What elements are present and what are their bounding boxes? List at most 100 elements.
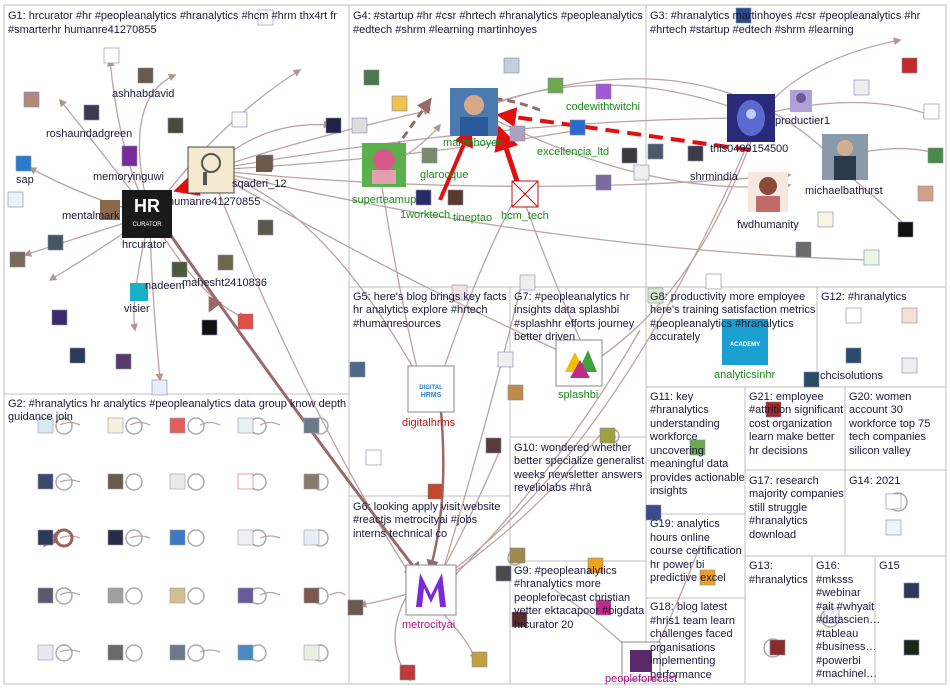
- avatar[interactable]: [237, 417, 254, 434]
- avatar[interactable]: [69, 347, 86, 364]
- avatar[interactable]: [237, 473, 254, 490]
- node-hcm_tech[interactable]: [511, 180, 539, 208]
- avatar[interactable]: [107, 473, 124, 490]
- avatar[interactable]: [257, 9, 274, 26]
- avatar[interactable]: [107, 644, 124, 661]
- node-sqaderi_12[interactable]: [256, 156, 272, 172]
- avatar[interactable]: [927, 147, 944, 164]
- avatar[interactable]: [303, 644, 320, 661]
- avatar[interactable]: [765, 401, 782, 418]
- avatar[interactable]: [923, 103, 940, 120]
- avatar[interactable]: [9, 251, 26, 268]
- avatar[interactable]: [509, 547, 526, 564]
- avatar[interactable]: [595, 83, 612, 100]
- avatar[interactable]: [37, 417, 54, 434]
- avatar[interactable]: [107, 529, 124, 546]
- avatar[interactable]: [237, 587, 254, 604]
- avatar[interactable]: [803, 371, 820, 388]
- avatar[interactable]: [595, 599, 612, 616]
- avatar[interactable]: [169, 473, 186, 490]
- avatar[interactable]: [303, 473, 320, 490]
- avatar[interactable]: [769, 639, 786, 656]
- avatar[interactable]: [845, 307, 862, 324]
- avatar[interactable]: [167, 117, 184, 134]
- avatar[interactable]: [303, 587, 320, 604]
- avatar[interactable]: [37, 529, 54, 546]
- avatar[interactable]: [325, 117, 342, 134]
- node-peopleforecast[interactable]: [621, 641, 661, 681]
- avatar[interactable]: [519, 274, 536, 291]
- avatar[interactable]: [137, 67, 154, 84]
- avatar[interactable]: [201, 319, 218, 336]
- avatar[interactable]: [795, 241, 812, 258]
- avatar[interactable]: [169, 417, 186, 434]
- avatar[interactable]: [351, 117, 368, 134]
- avatar[interactable]: [107, 417, 124, 434]
- avatar[interactable]: [237, 529, 254, 546]
- avatar[interactable]: [495, 565, 512, 582]
- node-analyticsinhr[interactable]: ACADEMY: [722, 319, 768, 365]
- node-humanre41270855[interactable]: [187, 146, 235, 194]
- avatar[interactable]: [705, 273, 722, 290]
- avatar[interactable]: [509, 125, 526, 142]
- avatar[interactable]: [633, 164, 650, 181]
- avatar[interactable]: [217, 254, 234, 271]
- avatar[interactable]: [169, 587, 186, 604]
- avatar[interactable]: [471, 651, 488, 668]
- avatar[interactable]: [37, 587, 54, 604]
- avatar[interactable]: [503, 57, 520, 74]
- avatar[interactable]: [399, 664, 416, 681]
- avatar[interactable]: [587, 557, 604, 574]
- avatar[interactable]: [169, 529, 186, 546]
- node-visier[interactable]: [130, 283, 148, 301]
- avatar[interactable]: [647, 143, 664, 160]
- avatar[interactable]: [863, 249, 880, 266]
- avatar[interactable]: [421, 147, 438, 164]
- avatar[interactable]: [845, 347, 862, 364]
- avatar[interactable]: [171, 261, 188, 278]
- avatar[interactable]: [121, 145, 138, 167]
- avatar[interactable]: [349, 361, 366, 378]
- avatar[interactable]: [507, 384, 524, 401]
- avatar[interactable]: [347, 599, 364, 616]
- avatar[interactable]: [115, 353, 132, 370]
- avatar[interactable]: [903, 582, 920, 599]
- avatar[interactable]: [903, 639, 920, 656]
- node-splashbi[interactable]: [555, 339, 603, 387]
- node-michaelbathurst[interactable]: [822, 134, 868, 180]
- avatar[interactable]: [687, 145, 704, 162]
- avatar[interactable]: [47, 234, 64, 251]
- avatar[interactable]: [817, 211, 834, 228]
- avatar[interactable]: [23, 91, 40, 108]
- avatar[interactable]: [7, 191, 24, 208]
- node-this0499154500[interactable]: [727, 94, 775, 142]
- node-martinhoyes[interactable]: [450, 88, 498, 136]
- avatar[interactable]: [151, 379, 168, 396]
- avatar[interactable]: [107, 587, 124, 604]
- avatar[interactable]: [237, 313, 254, 330]
- avatar[interactable]: [303, 529, 320, 546]
- avatar[interactable]: [621, 147, 638, 164]
- avatar[interactable]: [901, 307, 918, 324]
- avatar[interactable]: [303, 417, 320, 434]
- avatar[interactable]: [595, 174, 612, 191]
- avatar[interactable]: [391, 95, 408, 112]
- avatar[interactable]: [569, 119, 586, 136]
- avatar[interactable]: [415, 189, 432, 206]
- avatar[interactable]: [917, 185, 934, 202]
- avatar[interactable]: [897, 221, 914, 238]
- avatar[interactable]: [427, 483, 444, 500]
- avatar[interactable]: [231, 111, 248, 128]
- avatar[interactable]: [15, 155, 32, 172]
- avatar[interactable]: [823, 607, 840, 624]
- node-mentalmark[interactable]: [100, 200, 120, 220]
- avatar[interactable]: [103, 47, 120, 64]
- avatar[interactable]: [885, 519, 902, 536]
- avatar[interactable]: [37, 473, 54, 490]
- avatar[interactable]: [485, 437, 502, 454]
- node-hrcurator[interactable]: HR CURATOR: [122, 190, 172, 238]
- node-metrocityai[interactable]: [405, 564, 457, 616]
- avatar[interactable]: [885, 493, 902, 510]
- avatar[interactable]: [547, 77, 564, 94]
- avatar[interactable]: [237, 644, 254, 661]
